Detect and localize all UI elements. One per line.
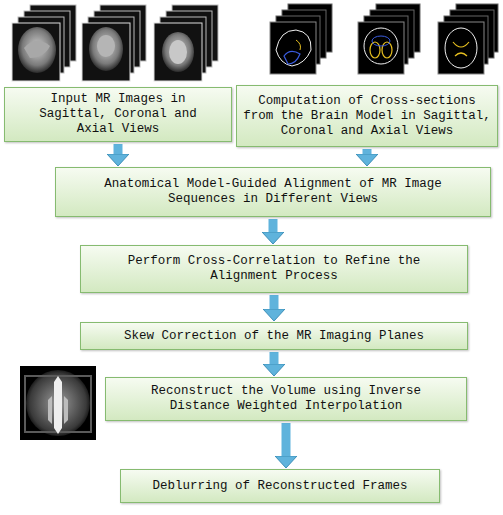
step-text: Skew Correction of the MR Imaging Planes [124,329,424,344]
flow-arrow [270,352,279,364]
mr-stack-coronal [82,5,146,81]
mr-stack-axial [154,5,218,81]
process-box: Reconstruct the Volume using Inverse Dis… [105,377,467,421]
step-text: Anatomical Model-Guided Alignment of MR … [101,177,446,207]
process-box: Deblurring of Reconstructed Frames [120,469,440,503]
model-section-coronal [358,4,420,74]
flow-arrow [114,144,123,154]
process-box: Perform Cross-Correlation to Refine the … [80,245,468,293]
mr-stack-sagittal [12,5,76,81]
model-section-sagittal [270,4,332,74]
process-box: Anatomical Model-Guided Alignment of MR … [55,167,491,217]
flow-arrow [270,295,279,309]
model-section-axial [438,4,498,74]
process-box: Skew Correction of the MR Imaging Planes [80,322,468,350]
flow-arrow [269,219,278,232]
flow-arrow [363,149,372,154]
step-text: Input MR Images in Sagittal, Coronal and… [33,92,203,137]
step-text: Reconstruct the Volume using Inverse Dis… [146,384,426,414]
step-text: Deblurring of Reconstructed Frames [152,479,407,494]
reconstructed-volume-image [20,366,96,440]
process-box: Input MR Images in Sagittal, Coronal and… [4,87,232,142]
step-text: Computation of Cross-sections from the B… [243,94,491,139]
step-text: Perform Cross-Correlation to Refine the … [124,254,424,284]
flow-arrow [282,423,291,456]
process-box: Computation of Cross-sections from the B… [236,85,498,147]
